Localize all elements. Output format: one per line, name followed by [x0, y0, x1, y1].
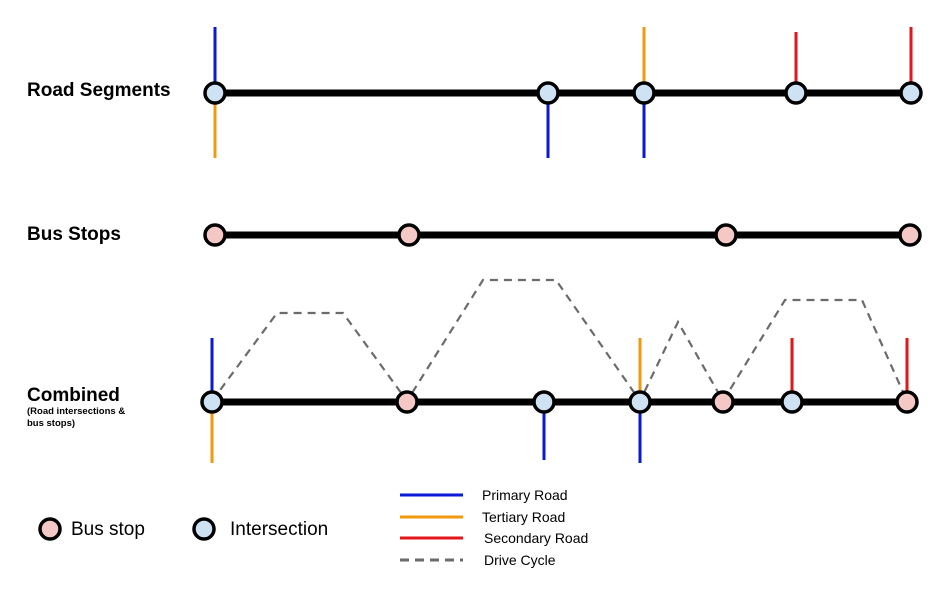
- intersection-marker: [899, 81, 923, 105]
- bus-stops-label: Bus Stops: [27, 224, 121, 245]
- bus-stop-marker: [203, 223, 227, 247]
- bus-stop-legend-label: Bus stop: [71, 519, 145, 540]
- drive-cycle-path: [211, 278, 909, 404]
- intersection-marker: [536, 81, 560, 105]
- intersection-marker-icon: [192, 517, 216, 541]
- intersection-marker: [203, 81, 227, 105]
- intersection-marker: [200, 390, 224, 414]
- bus-stop-marker: [714, 223, 738, 247]
- road-segments-row: [203, 27, 923, 158]
- bus-stop-marker: [395, 390, 419, 414]
- legend: [38, 493, 463, 562]
- road-segments-label: Road Segments: [27, 80, 171, 101]
- intersection-legend-label: Intersection: [230, 519, 329, 540]
- bus-stop-marker: [397, 223, 421, 247]
- tertiary-road-legend-label: Tertiary Road: [482, 509, 566, 525]
- intersection-marker: [628, 390, 652, 414]
- combined-row: [200, 278, 919, 463]
- drive-cycle-legend-label: Drive Cycle: [484, 552, 556, 568]
- intersection-marker: [780, 390, 804, 414]
- bus-stop-marker-icon: [38, 517, 62, 541]
- combined-sublabel-line-1: (Road intersections &: [27, 406, 126, 417]
- secondary-road-legend-label: Secondary Road: [484, 530, 589, 546]
- primary-road-legend-label: Primary Road: [482, 487, 568, 503]
- intersection-marker: [632, 81, 656, 105]
- combined-label: Combined: [27, 385, 120, 406]
- bus-stop-marker: [711, 390, 735, 414]
- bus-stop-marker: [898, 223, 922, 247]
- bus-stop-marker: [895, 390, 919, 414]
- intersection-marker: [532, 390, 556, 414]
- intersection-marker: [784, 81, 808, 105]
- combined-sublabel-line-2: bus stops): [27, 418, 76, 429]
- bus-stops-row: [203, 223, 922, 247]
